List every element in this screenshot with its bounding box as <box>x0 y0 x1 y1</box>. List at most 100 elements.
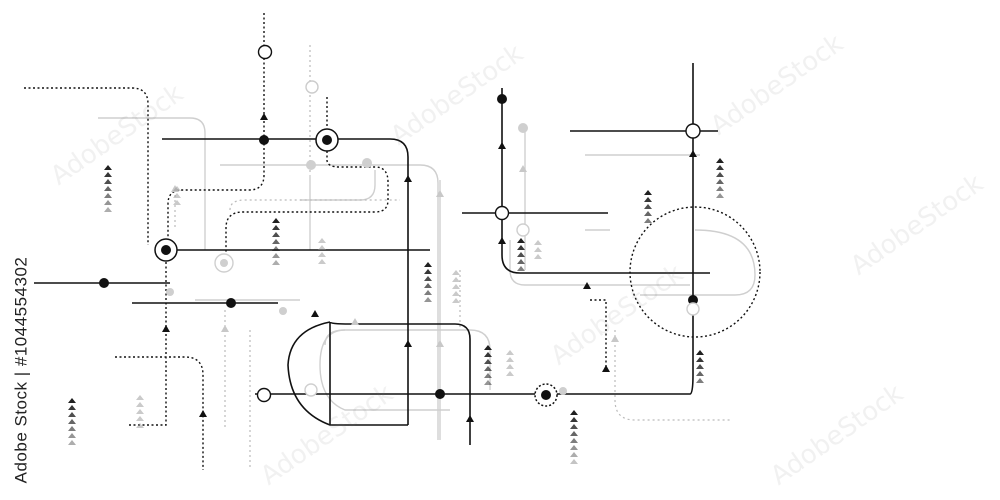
arrow-up-marker-icon <box>689 150 697 157</box>
arrow-up-marker-icon <box>173 186 181 191</box>
node-dot-icon <box>541 390 551 400</box>
arrow-up-marker-icon <box>136 402 144 407</box>
node-dot-icon <box>259 135 269 145</box>
arrow-up-marker-icon <box>173 193 181 198</box>
arrow-up-marker-icon <box>517 266 525 271</box>
arrow-up-marker-icon <box>644 218 652 223</box>
arrow-up-marker-icon <box>104 186 112 191</box>
arrow-up-marker-icon <box>68 419 76 424</box>
arrow-up-marker-icon <box>436 340 444 347</box>
arrow-up-marker-icon <box>318 238 326 243</box>
arrow-up-marker-icon <box>68 433 76 438</box>
arrow-up-marker-icon <box>318 252 326 257</box>
light-dotted-traces <box>174 45 730 470</box>
arrow-up-marker-icon <box>318 245 326 250</box>
arrow-up-marker-icon <box>534 254 542 259</box>
node-dot-icon <box>220 259 228 267</box>
node-dot-icon <box>279 307 287 315</box>
arrow-up-marker-icon <box>517 252 525 257</box>
arrow-up-marker-icon <box>424 276 432 281</box>
arrow-up-marker-icon <box>272 246 280 251</box>
arrow-up-marker-icon <box>68 412 76 417</box>
arrow-up-marker-icon <box>104 193 112 198</box>
arrow-up-marker-icon <box>436 190 444 197</box>
arrow-up-marker-icon <box>696 357 704 362</box>
node-ring-icon <box>516 223 530 237</box>
arrow-up-marker-icon <box>716 165 724 170</box>
arrow-up-marker-icon <box>104 165 112 170</box>
arrow-up-marker-icon <box>498 237 506 244</box>
arrow-up-marker-icon <box>644 197 652 202</box>
arrow-up-marker-icon <box>404 175 412 182</box>
arrow-up-marker-icon <box>506 350 514 355</box>
dark-solid-traces <box>34 63 718 445</box>
arrow-up-marker-icon <box>136 409 144 414</box>
arrow-up-marker-icon <box>173 200 181 205</box>
node-dot-icon <box>435 389 445 399</box>
arrow-up-marker-icon <box>484 366 492 371</box>
node-dot-icon <box>161 245 171 255</box>
arrow-up-marker-icon <box>696 350 704 355</box>
arrow-up-marker-icon <box>272 232 280 237</box>
arrow-up-marker-icon <box>517 259 525 264</box>
arrow-up-marker-icon <box>570 431 578 436</box>
arrow-up-marker-icon <box>272 260 280 265</box>
node-dot-icon <box>166 288 174 296</box>
arrow-up-marker-icon <box>424 290 432 295</box>
light-arrow-markers <box>171 165 619 347</box>
node-ring-icon <box>685 123 701 139</box>
node-dot-icon <box>362 158 372 168</box>
arrow-up-marker-icon <box>272 253 280 258</box>
arrow-up-marker-icon <box>484 373 492 378</box>
arrow-up-marker-icon <box>570 410 578 415</box>
arrow-up-marker-icon <box>424 297 432 302</box>
arrow-up-marker-icon <box>452 270 460 275</box>
stock-id-label: Adobe Stock | #1044554302 <box>6 250 36 490</box>
arrow-up-marker-icon <box>696 371 704 376</box>
node-dot-icon <box>518 123 528 133</box>
arrow-up-marker-icon <box>517 238 525 243</box>
arrow-up-marker-icon <box>570 424 578 429</box>
arrow-up-marker-icon <box>570 438 578 443</box>
arrow-up-marker-icon <box>570 417 578 422</box>
triangle-stacks <box>68 158 724 464</box>
arrow-up-marker-icon <box>68 405 76 410</box>
arrow-up-marker-icon <box>104 179 112 184</box>
arrow-up-marker-icon <box>221 325 229 332</box>
arrow-up-marker-icon <box>519 165 527 172</box>
node-dot-icon <box>226 298 236 308</box>
arrow-up-marker-icon <box>162 325 170 332</box>
arrow-up-marker-icon <box>452 284 460 289</box>
arrow-up-marker-icon <box>696 364 704 369</box>
node-dot-icon <box>306 160 316 170</box>
arrow-up-marker-icon <box>506 364 514 369</box>
arrow-up-marker-icon <box>484 345 492 350</box>
arrow-up-marker-icon <box>534 247 542 252</box>
arrow-up-marker-icon <box>583 282 591 289</box>
arrow-up-marker-icon <box>452 298 460 303</box>
arrow-up-marker-icon <box>570 445 578 450</box>
arrow-up-marker-icon <box>644 211 652 216</box>
arrow-markers <box>162 113 697 422</box>
arrow-up-marker-icon <box>424 269 432 274</box>
node-ring-icon <box>256 387 272 403</box>
arrow-up-marker-icon <box>517 245 525 250</box>
arrow-up-marker-icon <box>534 240 542 245</box>
arrow-up-marker-icon <box>644 204 652 209</box>
node-ring-icon <box>257 44 273 60</box>
arrow-up-marker-icon <box>272 225 280 230</box>
arrow-up-marker-icon <box>570 459 578 464</box>
arrow-up-marker-icon <box>351 318 359 325</box>
arrow-up-marker-icon <box>644 190 652 195</box>
node-dot-icon <box>99 278 109 288</box>
arrow-up-marker-icon <box>484 359 492 364</box>
arrow-up-marker-icon <box>260 113 268 120</box>
arrow-up-marker-icon <box>716 186 724 191</box>
arrow-up-marker-icon <box>318 259 326 264</box>
arrow-up-marker-icon <box>484 380 492 385</box>
nodes <box>99 44 701 407</box>
arrow-up-marker-icon <box>611 335 619 342</box>
arrow-up-marker-icon <box>424 283 432 288</box>
light-traces <box>98 117 756 440</box>
